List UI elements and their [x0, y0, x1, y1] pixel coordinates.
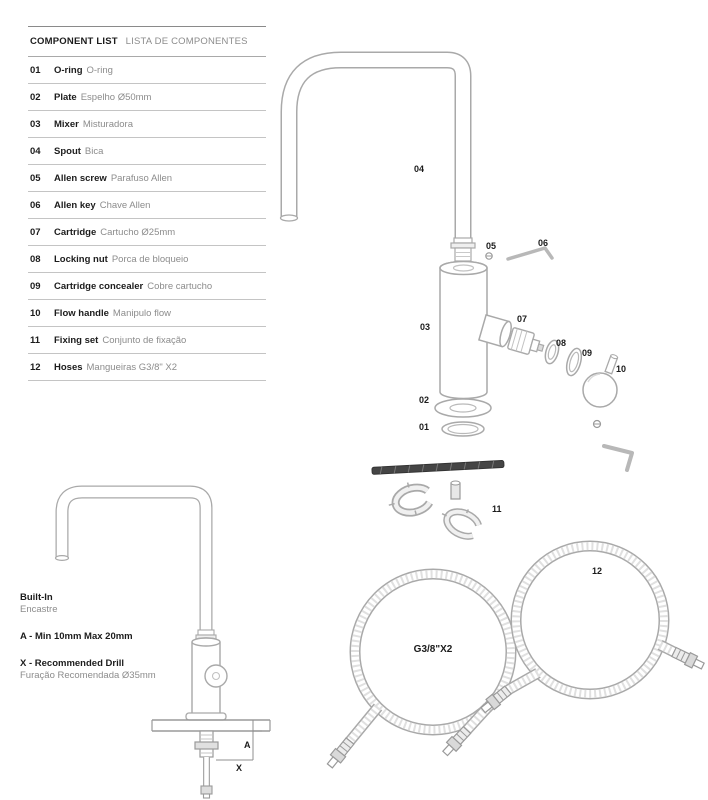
component-name-en: Locking nut	[54, 253, 108, 265]
component-name-en: Flow handle	[54, 307, 109, 319]
component-row: 07 Cartridge Cartucho Ø25mm	[28, 219, 266, 246]
allen-screw-drawing	[485, 252, 493, 260]
component-name-pt: Espelho Ø50mm	[80, 91, 152, 103]
component-number: 09	[30, 280, 41, 292]
component-row: 01 O-ring O-ring	[28, 57, 266, 84]
callout-02: 02	[419, 395, 429, 405]
component-name-pt: Porca de bloqueio	[111, 253, 189, 265]
component-row: 04 Spout Bica	[28, 138, 266, 165]
component-row: 08 Locking nut Porca de bloqueio	[28, 246, 266, 273]
component-name-en: Hoses	[54, 361, 83, 373]
component-list-header: COMPONENT LIST LISTA DE COMPONENTES	[28, 26, 266, 57]
dimension-x-subtitle: Furação Recomendada Ø35mm	[20, 670, 156, 681]
component-name-pt: Manipulo flow	[112, 307, 171, 319]
plate-drawing	[434, 398, 492, 418]
dimension-a-label: A	[244, 740, 251, 750]
component-number: 02	[30, 91, 41, 103]
component-row: 06 Allen key Chave Allen	[28, 192, 266, 219]
component-name-pt: Conjunto de fixação	[102, 334, 187, 346]
callout-07: 07	[517, 314, 527, 324]
built-in-title: Built-In	[20, 592, 53, 603]
callout-05: 05	[486, 241, 496, 251]
dimension-x-label: X	[236, 763, 242, 773]
dimension-a-note: A - Min 10mm Max 20mm	[20, 631, 133, 642]
component-name-pt: Parafuso Allen	[110, 172, 173, 184]
component-name-pt: Misturadora	[82, 118, 133, 130]
component-number: 12	[30, 361, 41, 373]
component-number: 06	[30, 199, 41, 211]
component-number: 10	[30, 307, 41, 319]
callout-06: 06	[538, 238, 548, 248]
callout-03: 03	[420, 322, 430, 332]
component-name-pt: Mangueiras G3/8" X2	[86, 361, 178, 373]
component-number: 01	[30, 64, 41, 76]
component-number: 05	[30, 172, 41, 184]
component-name-pt: Cartucho Ø25mm	[100, 226, 176, 238]
component-list-subtitle: LISTA DE COMPONENTES	[125, 36, 248, 47]
flow-handle-drawing	[582, 354, 634, 472]
component-number: 03	[30, 118, 41, 130]
component-row: 10 Flow handle Manipulo flow	[28, 300, 266, 327]
dimension-x-note: X - Recommended Drill	[20, 658, 124, 669]
callout-10: 10	[616, 364, 626, 374]
fixing-set-drawing	[371, 460, 505, 540]
hose-right-drawing	[478, 540, 707, 716]
callout-09: 09	[582, 348, 592, 358]
o-ring-drawing	[441, 421, 485, 437]
component-row: 05 Allen screw Parafuso Allen	[28, 165, 266, 192]
component-name-pt: Bica	[84, 145, 104, 157]
callout-01: 01	[419, 422, 429, 432]
component-row: 03 Mixer Misturadora	[28, 111, 266, 138]
component-list-title: COMPONENT LIST	[30, 36, 118, 47]
component-row: 12 Hoses Mangueiras G3/8" X2	[28, 354, 266, 381]
spout-drawing	[279, 51, 472, 240]
component-row: 02 Plate Espelho Ø50mm	[28, 84, 266, 111]
hose-size-label: G3/8"X2	[414, 644, 453, 655]
component-name-pt: Chave Allen	[99, 199, 151, 211]
component-name-en: Spout	[54, 145, 81, 157]
callout-04: 04	[414, 164, 424, 174]
built-in-notes: Built-In Encastre A - Min 10mm Max 20mm …	[20, 592, 156, 682]
component-number: 11	[30, 334, 41, 346]
component-name-en: Cartridge concealer	[54, 280, 144, 292]
component-number: 07	[30, 226, 41, 238]
component-row: 09 Cartridge concealer Cobre cartucho	[28, 273, 266, 300]
component-name-en: O-ring	[54, 64, 83, 76]
mixer-body-drawing	[439, 260, 512, 400]
component-list: COMPONENT LIST LISTA DE COMPONENTES 01 O…	[28, 26, 266, 381]
component-name-en: Allen screw	[54, 172, 107, 184]
allen-key-drawing	[506, 246, 554, 261]
built-in-drawing	[54, 485, 271, 799]
component-name-en: Plate	[54, 91, 77, 103]
component-name-en: Cartridge	[54, 226, 97, 238]
component-name-pt: O-ring	[86, 64, 113, 76]
component-number: 08	[30, 253, 41, 265]
spout-connector-drawing	[450, 237, 476, 262]
component-name-en: Allen key	[54, 199, 96, 211]
locking-nut-drawing	[544, 339, 560, 365]
component-name-en: Fixing set	[54, 334, 99, 346]
component-name-pt: Cobre cartucho	[147, 280, 213, 292]
cartridge-drawing	[507, 327, 545, 355]
component-name-en: Mixer	[54, 118, 79, 130]
component-row: 11 Fixing set Conjunto de fixação	[28, 327, 266, 354]
callout-labels: 04 05 06 03 07 08 09 10 02 01 11 12 G3/8…	[236, 164, 626, 773]
callout-12: 12	[592, 566, 602, 576]
callout-08: 08	[556, 338, 566, 348]
callout-11: 11	[492, 504, 502, 514]
built-in-subtitle: Encastre	[20, 604, 58, 615]
hose-left-drawing	[324, 568, 517, 771]
component-number: 04	[30, 145, 41, 157]
cartridge-concealer-drawing	[565, 347, 583, 377]
